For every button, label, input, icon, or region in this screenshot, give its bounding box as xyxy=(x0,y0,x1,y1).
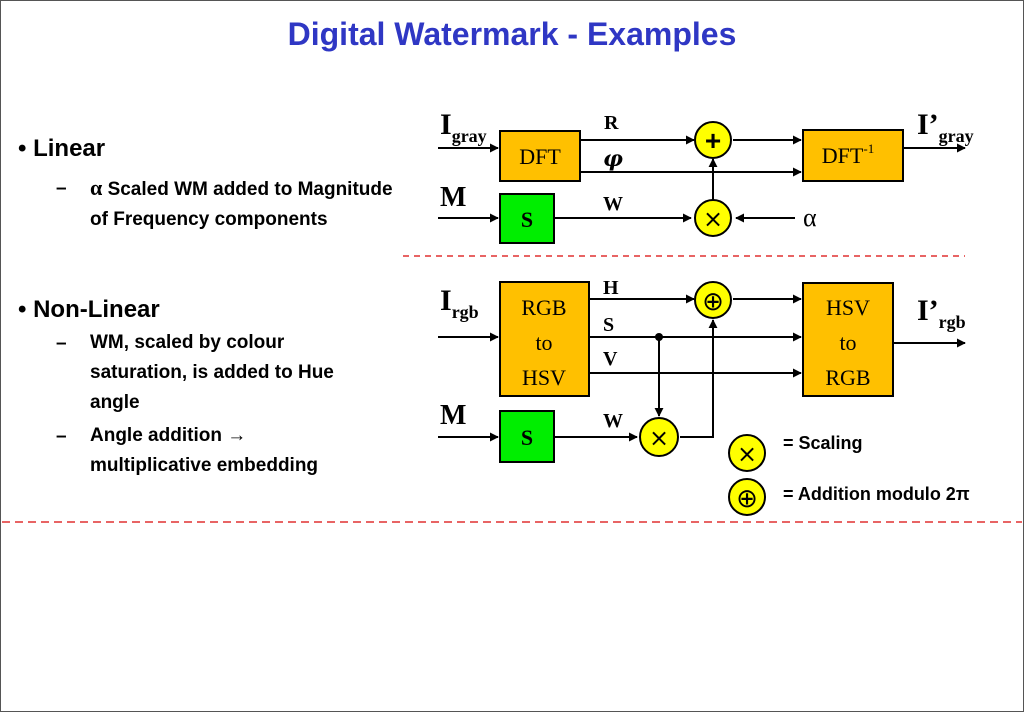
modulo-adder-operator xyxy=(694,281,732,319)
input-i-rgb: Irgb xyxy=(440,284,479,322)
output-i-gray-main: I’ xyxy=(917,108,939,141)
bullet-nonlinear-sub2-line1: Angle addition xyxy=(90,425,222,446)
junction-dot xyxy=(655,333,663,341)
label-h: H xyxy=(603,277,619,299)
times-icon: × xyxy=(703,205,723,233)
hsv-to-rgb-line1: HSV xyxy=(826,295,870,320)
input-i-gray: Igray xyxy=(440,108,487,146)
output-i-rgb-main: I’ xyxy=(917,294,939,327)
bullet-nonlinear-sub2: Angle addition → multiplicative embeddin… xyxy=(90,421,410,481)
dash-2: – xyxy=(56,333,67,354)
rgb-to-hsv-block xyxy=(499,281,590,397)
input-m-nonlinear: M xyxy=(440,400,466,431)
label-phi: φ xyxy=(603,146,623,172)
plus-icon: + xyxy=(705,125,721,156)
oplus-icon: ⊕ xyxy=(736,484,758,514)
input-i-rgb-main: I xyxy=(440,284,452,317)
bullet-linear-sub-text: Scaled WM added to Magnitude of Frequenc… xyxy=(90,179,393,230)
bullet-nonlinear-sub2-line2: multiplicative embedding xyxy=(90,455,319,476)
dft-block xyxy=(499,130,581,182)
legend-times-symbol xyxy=(728,434,766,472)
adder-operator xyxy=(694,121,732,159)
multiplier-operator-nonlinear xyxy=(639,417,679,457)
times-icon: × xyxy=(737,440,757,468)
bullet-linear-label: Linear xyxy=(33,135,106,162)
idft-label: DFT-1 xyxy=(822,141,874,168)
input-i-gray-main: I xyxy=(440,108,452,141)
bullet-nonlinear-label: Non-Linear xyxy=(33,296,160,323)
label-v: V xyxy=(603,348,618,370)
hsv-to-rgb-line3: RGB xyxy=(825,365,870,390)
idft-block xyxy=(802,129,904,182)
input-i-rgb-sub: rgb xyxy=(452,302,479,322)
output-i-rgb-sub: rgb xyxy=(939,312,966,332)
bullet-dot: • xyxy=(18,296,27,323)
linear-connections xyxy=(438,135,966,223)
dash-3: – xyxy=(56,426,67,447)
bullet-linear-sub: α Scaled WM added to Magnitude of Freque… xyxy=(90,173,400,235)
label-s: S xyxy=(603,314,614,336)
nonlinear-connections xyxy=(438,294,966,442)
output-i-gray-sub: gray xyxy=(939,126,974,146)
alpha-symbol: α xyxy=(90,175,103,200)
rgb-to-hsv-line3: HSV xyxy=(522,365,566,390)
scale-block-nonlinear xyxy=(499,410,555,463)
input-i-gray-sub: gray xyxy=(452,126,487,146)
label-w-nonlinear: W xyxy=(603,410,623,432)
times-icon: × xyxy=(649,424,669,452)
legend-oplus-symbol xyxy=(728,478,766,516)
legend-scaling: = Scaling xyxy=(783,433,863,453)
input-m-linear: M xyxy=(440,182,466,213)
multiplier-operator-linear xyxy=(694,199,732,237)
rgb-to-hsv-line2: to xyxy=(535,330,552,355)
dft-label: DFT xyxy=(519,144,561,169)
oplus-icon: ⊕ xyxy=(702,287,724,317)
output-i-rgb: I’rgb xyxy=(917,294,966,332)
rgb-to-hsv-line1: RGB xyxy=(521,295,566,320)
hsv-to-rgb-line2: to xyxy=(839,330,856,355)
legend-addition: = Addition modulo 2π xyxy=(783,484,970,504)
idft-label-text: DFT xyxy=(822,143,864,168)
bullet-nonlinear: • Non-Linear xyxy=(18,296,160,324)
bullet-nonlinear-sub1: WM, scaled by colour saturation, is adde… xyxy=(90,332,334,413)
idft-label-sup: -1 xyxy=(863,141,874,156)
scale-block-nonlinear-label: S xyxy=(521,425,533,450)
arrow-symbol: → xyxy=(227,425,247,446)
hsv-to-rgb-block xyxy=(802,282,894,397)
dash-1: – xyxy=(56,178,67,199)
scale-block-linear-label: S xyxy=(521,207,533,232)
scale-block-linear xyxy=(499,193,555,244)
alpha-input: α xyxy=(803,203,817,232)
bullet-linear: • Linear xyxy=(18,135,105,163)
label-r: R xyxy=(604,112,619,134)
output-i-gray: I’gray xyxy=(917,108,974,146)
bullet-dot: • xyxy=(18,135,27,162)
slide-title: Digital Watermark - Examples xyxy=(287,16,737,52)
label-w-linear: W xyxy=(603,193,623,215)
